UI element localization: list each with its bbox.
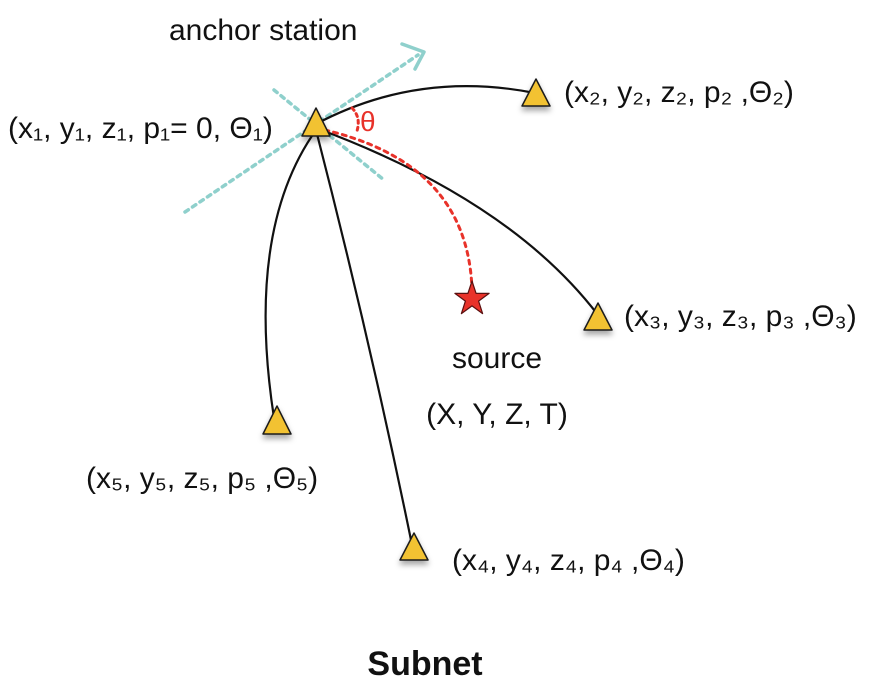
triangle-station-icon	[262, 405, 292, 435]
star-source-icon	[454, 280, 490, 315]
station-2-label: (x₂, y₂, z₂, p₂ ,Θ₂)	[564, 76, 794, 109]
triangle-station-icon	[399, 532, 429, 561]
anchor-to-source-path	[314, 126, 474, 292]
source-label: source	[452, 342, 542, 375]
source-coordinates: (X, Y, Z, T)	[426, 398, 568, 431]
station-5-label: (x₅, y₅, z₅, p₅ ,Θ₅)	[86, 462, 318, 495]
station-4-label: (x₄, y₄, z₄, p₄ ,Θ₄)	[452, 544, 685, 577]
triangle-station-icon	[301, 107, 331, 137]
anchor-station-label: anchor station	[169, 14, 357, 47]
angle-arc	[350, 106, 360, 136]
station-1-label: (x₁, y₁, z₁, p₁= 0, Θ₁)	[8, 112, 273, 145]
station-3-label: (x₃, y₃, z₃, p₃ ,Θ₃)	[624, 300, 857, 333]
triangle-station-icon	[583, 302, 613, 331]
diagram-title: Subnet	[367, 645, 482, 683]
link-anchor-station-5	[264, 129, 317, 419]
triangle-station-icon	[521, 78, 551, 107]
link-anchor-station-4	[314, 129, 413, 541]
station-links	[264, 85, 599, 541]
angle-label: θ	[360, 106, 376, 137]
anchor-direction-axis	[183, 53, 420, 214]
link-anchor-station-2	[315, 85, 536, 125]
arrowhead-icon	[400, 42, 426, 71]
stations	[262, 78, 613, 561]
link-anchor-station-3	[315, 126, 599, 316]
